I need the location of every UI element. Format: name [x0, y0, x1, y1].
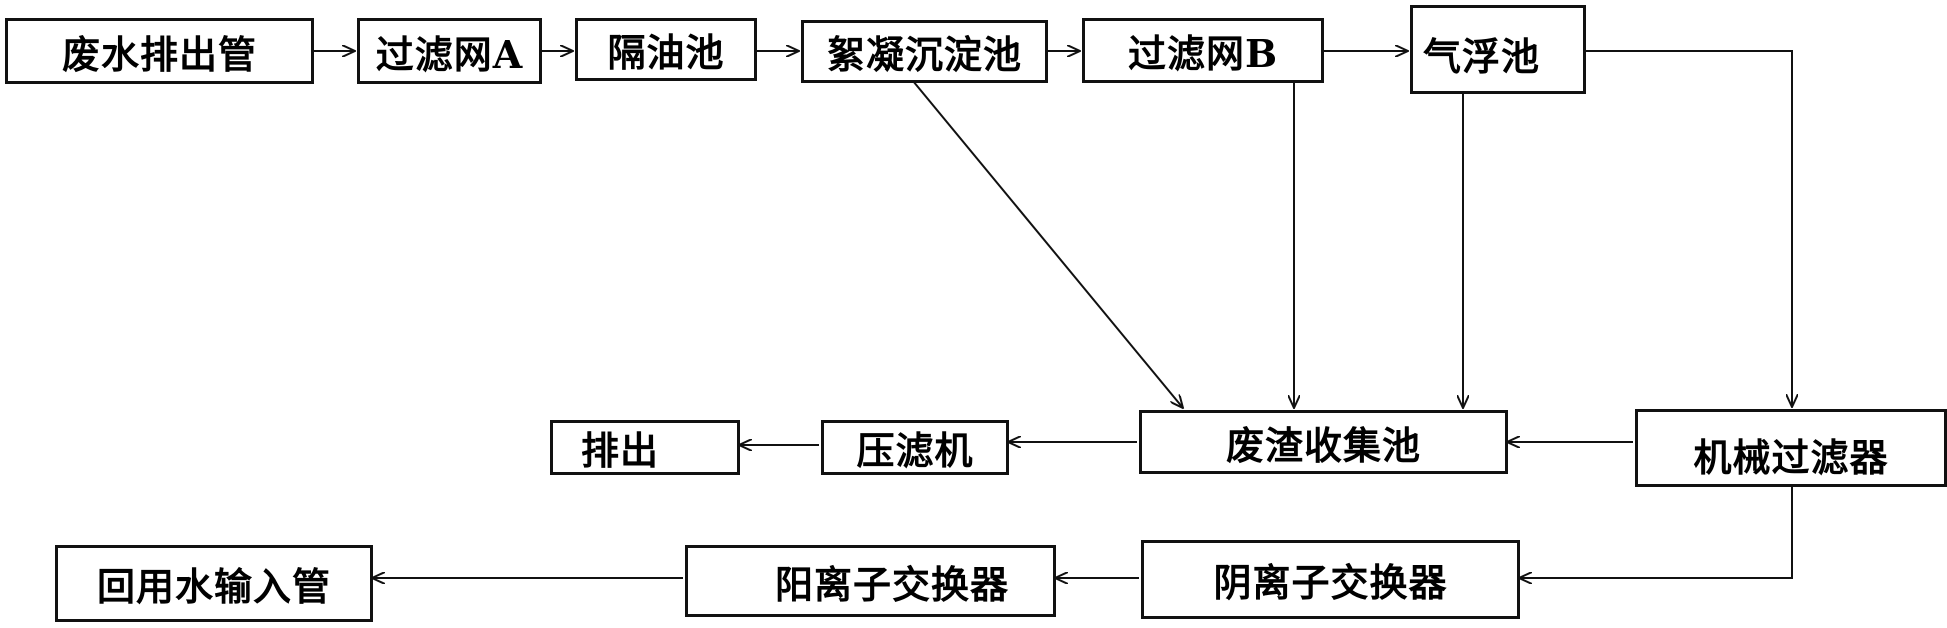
node-filter-screen-b: 过滤网B	[1082, 18, 1324, 83]
edge-flocculation-to-sludge-tank	[912, 80, 1183, 408]
node-mechanical-filter: 机械过滤器	[1635, 409, 1947, 487]
node-filter-screen-a: 过滤网A	[357, 18, 542, 84]
node-cation-exchanger: 阳离子交换器	[685, 545, 1056, 617]
edge-mechanical-filter-to-anion-exchanger	[1519, 485, 1793, 578]
node-flocculation-sedimentation-tank: 絮凝沉淀池	[801, 20, 1048, 83]
node-oil-separation-tank: 隔油池	[575, 18, 757, 81]
node-anion-exchanger: 阴离子交换器	[1141, 540, 1520, 619]
node-wastewater-outlet-pipe: 废水排出管	[5, 18, 314, 84]
node-sludge-collection-tank: 废渣收集池	[1139, 410, 1508, 474]
node-air-flotation-tank: 气浮池	[1410, 5, 1586, 94]
node-reuse-water-input-pipe: 回用水输入管	[55, 545, 373, 622]
node-discharge: 排出	[550, 420, 740, 475]
node-filter-press: 压滤机	[821, 420, 1009, 475]
edge-flotation-to-mechanical-filter	[1585, 50, 1792, 407]
